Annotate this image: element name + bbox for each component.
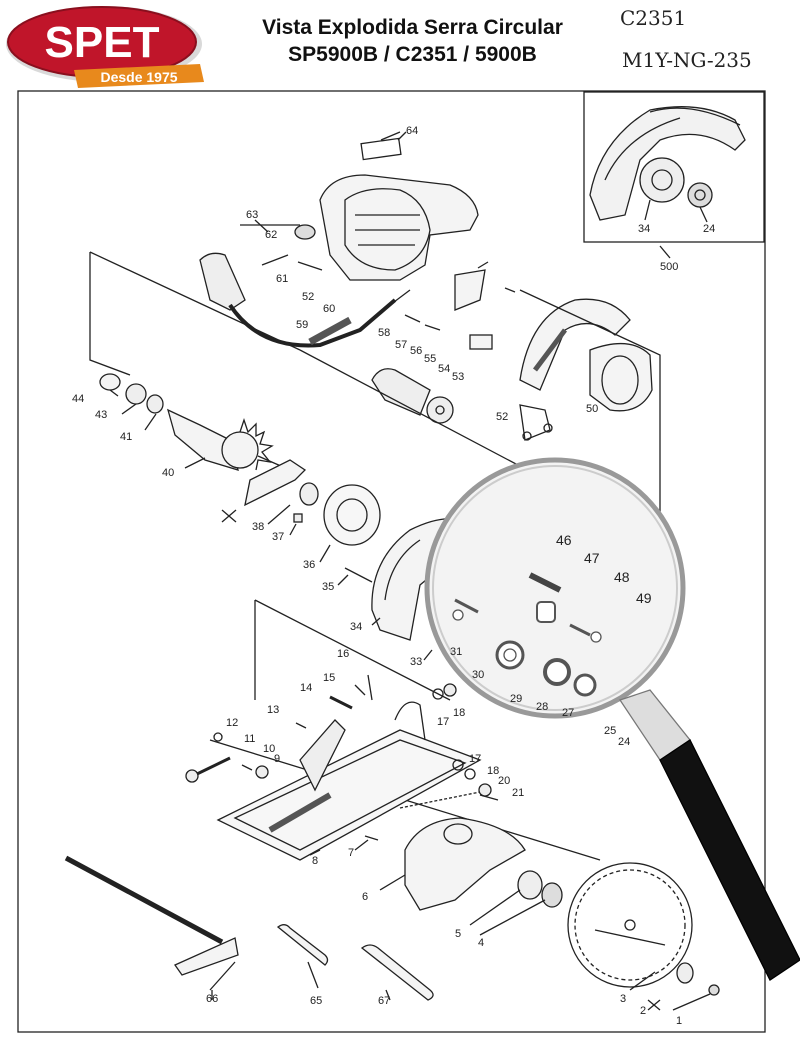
- callout-52b: 52: [496, 411, 508, 423]
- callout-65: 65: [310, 995, 322, 1007]
- callout-11: 11: [244, 733, 255, 745]
- callout-34: 34: [350, 621, 362, 633]
- callout-63: 63: [246, 209, 258, 221]
- spet-logo: SPET Desde 1975: [6, 6, 204, 88]
- callout-46: 46: [556, 532, 572, 548]
- callout-5: 5: [455, 928, 461, 940]
- variant-code: M1Y-NG-235: [622, 48, 752, 72]
- callout-1: 1: [676, 1015, 682, 1027]
- callout-14: 14: [300, 682, 312, 694]
- callout-37: 37: [272, 531, 284, 543]
- title-line-1: Vista Explodida Serra Circular: [262, 16, 563, 39]
- callout-33: 33: [410, 656, 422, 668]
- rip-fence: [64, 855, 239, 976]
- saw-blade: [567, 862, 693, 988]
- callout-16: 16: [337, 648, 349, 660]
- callout-59: 59: [296, 319, 308, 331]
- side-handle: [371, 368, 454, 424]
- armature: [99, 373, 291, 471]
- motor-housing: [199, 131, 516, 350]
- callout-20: 20: [498, 775, 510, 787]
- callout-60: 60: [323, 303, 335, 315]
- callout-4: 4: [478, 937, 484, 949]
- inset-callout-34: 34: [638, 223, 650, 235]
- base-plate: [216, 701, 482, 861]
- callout-40: 40: [162, 467, 174, 479]
- callout-9: 9: [274, 753, 280, 765]
- callout-500: 500: [660, 261, 678, 273]
- callout-15: 15: [323, 672, 335, 684]
- depth-adjust-parts: [185, 674, 373, 783]
- callout-6: 6: [362, 891, 368, 903]
- callout-47: 47: [584, 550, 600, 566]
- blade-cover: [404, 817, 526, 911]
- callout-2: 2: [640, 1005, 646, 1017]
- brand-name: SPET: [45, 18, 160, 67]
- callout-8: 8: [312, 855, 318, 867]
- callout-35: 35: [322, 581, 334, 593]
- callout-28: 28: [536, 701, 548, 713]
- callout-55: 55: [424, 353, 436, 365]
- magnifier: [424, 457, 800, 981]
- callout-24: 24: [618, 736, 630, 748]
- callout-64: 64: [406, 125, 418, 137]
- callout-18a: 18: [453, 707, 465, 719]
- callout-44: 44: [72, 393, 84, 405]
- callout-7: 7: [348, 847, 354, 859]
- callout-56: 56: [410, 345, 422, 357]
- callout-49: 49: [636, 590, 652, 606]
- callout-36: 36: [303, 559, 315, 571]
- diagram-frame: [17, 90, 766, 1033]
- callout-10: 10: [263, 743, 275, 755]
- callout-30: 30: [472, 669, 484, 681]
- callout-38: 38: [252, 521, 264, 533]
- wrenches: [276, 924, 434, 1001]
- callout-21: 21: [512, 787, 524, 799]
- blade-guard-and-motor: [519, 298, 653, 441]
- inset-callout-24: 24: [703, 223, 715, 235]
- callout-41: 41: [120, 431, 132, 443]
- callout-67: 67: [378, 995, 390, 1007]
- callout-25: 25: [604, 725, 616, 737]
- callout-12: 12: [226, 717, 238, 729]
- callout-52a: 52: [302, 291, 314, 303]
- inset-saw-assembly: [589, 106, 746, 223]
- callout-29: 29: [510, 693, 522, 705]
- callout-53: 53: [452, 371, 464, 383]
- callout-27: 27: [562, 707, 574, 719]
- callout-57: 57: [395, 339, 407, 351]
- page-title: Vista Explodida Serra Circular SP5900B /…: [220, 14, 605, 68]
- callout-66: 66: [206, 993, 218, 1005]
- callout-58: 58: [378, 327, 390, 339]
- inset-box: [583, 91, 765, 243]
- callout-61: 61: [276, 273, 288, 285]
- brush-assembly: [221, 459, 381, 583]
- callout-43: 43: [95, 409, 107, 421]
- callout-62: 62: [265, 229, 277, 241]
- callout-18b: 18: [487, 765, 499, 777]
- callout-50: 50: [586, 403, 598, 415]
- callout-17b: 17: [469, 753, 481, 765]
- brand-tagline: Desde 1975: [100, 69, 177, 85]
- callout-31: 31: [450, 646, 462, 658]
- callout-17a: 17: [437, 716, 449, 728]
- callout-13: 13: [267, 704, 279, 716]
- callout-3: 3: [620, 993, 626, 1005]
- model-code: C2351: [620, 6, 687, 30]
- right-fasteners: [364, 683, 492, 841]
- title-line-2: SP5900B / C2351 / 5900B: [288, 43, 537, 66]
- callout-48: 48: [614, 569, 630, 585]
- callout-54: 54: [438, 363, 450, 375]
